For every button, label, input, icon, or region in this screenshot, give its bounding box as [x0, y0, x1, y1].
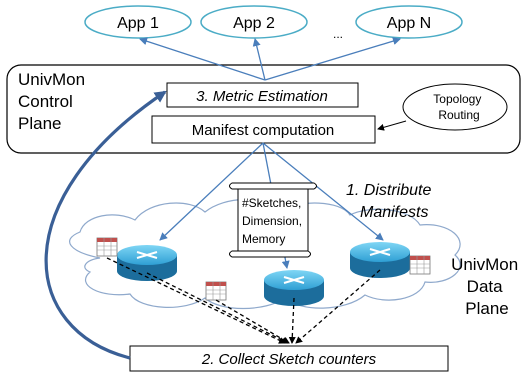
topology-routing-oval [402, 83, 508, 131]
router-middle-icon [264, 270, 324, 306]
router-left-icon [117, 245, 177, 281]
estimation-to-apps-arrows [139, 37, 401, 81]
data-plane-cloud [69, 198, 461, 310]
distribute-manifests-label: 1. Distribute Manifests [346, 182, 436, 221]
metric-estimation-label: 3. Metric Estimation [196, 88, 328, 105]
app-1-oval [84, 5, 192, 39]
topology-to-manifest-arrow [377, 120, 407, 131]
data-plane-label: UnivMon Data Plane [451, 255, 523, 318]
manifest-computation-label: Manifest computation [192, 122, 335, 139]
collect-sketch-counters-label: 2. Collect Sketch counters [201, 351, 377, 368]
control-plane-label: UnivMon Control Plane [18, 70, 90, 133]
app-n-oval [355, 5, 463, 39]
sketch-table-right-icon [409, 255, 431, 275]
apps-ellipsis: ... [333, 27, 343, 41]
manifest-computation-box [151, 115, 376, 144]
feedback-arrow [44, 90, 167, 360]
collect-sketch-counters-box [129, 345, 449, 372]
router-right-icon [350, 242, 410, 278]
manifest-scroll-text: #Sketches, Dimension, Memory [242, 196, 305, 246]
control-plane-box [6, 64, 521, 154]
topology-routing-label: Topology Routing [433, 92, 484, 122]
app-1-label: App 1 [117, 15, 159, 32]
collect-dashed-arrows [106, 257, 381, 344]
manifest-scroll [229, 182, 317, 258]
metric-estimation-box [166, 82, 359, 108]
sketch-table-left-icon [96, 237, 118, 257]
sketch-table-middle-icon [205, 281, 227, 301]
app-2-oval [200, 5, 308, 39]
app-n-label: App N [387, 15, 431, 32]
app-2-label: App 2 [233, 15, 275, 32]
